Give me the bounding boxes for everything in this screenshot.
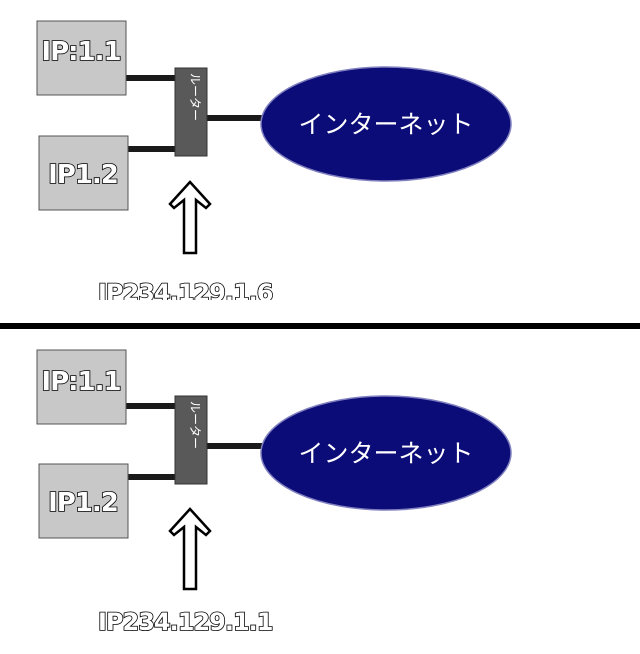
network-diagram-bottom: IP:1.1 IP1.2 ルーター インターネット IP234.129.1.1 bbox=[36, 349, 512, 635]
internet-cloud: インターネット bbox=[260, 395, 512, 511]
host-1-label: IP:1.1 bbox=[41, 367, 120, 397]
arrow-up-icon bbox=[168, 180, 212, 255]
host-2-label: IP1.2 bbox=[48, 488, 118, 518]
router-label: ルーター bbox=[188, 401, 202, 449]
internet-label: インターネット bbox=[298, 110, 473, 139]
host-1: IP:1.1 bbox=[36, 349, 127, 425]
arrow-up-icon bbox=[168, 507, 212, 591]
router-ip-label: IP234.129.1.1 bbox=[98, 608, 273, 635]
host-2: IP1.2 bbox=[38, 463, 129, 539]
router: ルーター bbox=[174, 395, 208, 485]
network-diagram-top: IP:1.1 IP1.2 ルーター インターネット IP234.129.1.6 bbox=[36, 20, 512, 300]
internet-label: インターネット bbox=[298, 439, 473, 468]
host-1: IP:1.1 bbox=[36, 20, 127, 96]
host-2-label: IP1.2 bbox=[48, 160, 118, 190]
divider bbox=[0, 323, 640, 329]
host-2: IP1.2 bbox=[38, 135, 129, 211]
host-1-label: IP:1.1 bbox=[41, 37, 120, 67]
router-label: ルーター bbox=[188, 73, 202, 121]
router-ip-label: IP234.129.1.6 bbox=[98, 279, 273, 300]
internet-cloud: インターネット bbox=[260, 66, 512, 182]
router: ルーター bbox=[174, 67, 208, 157]
